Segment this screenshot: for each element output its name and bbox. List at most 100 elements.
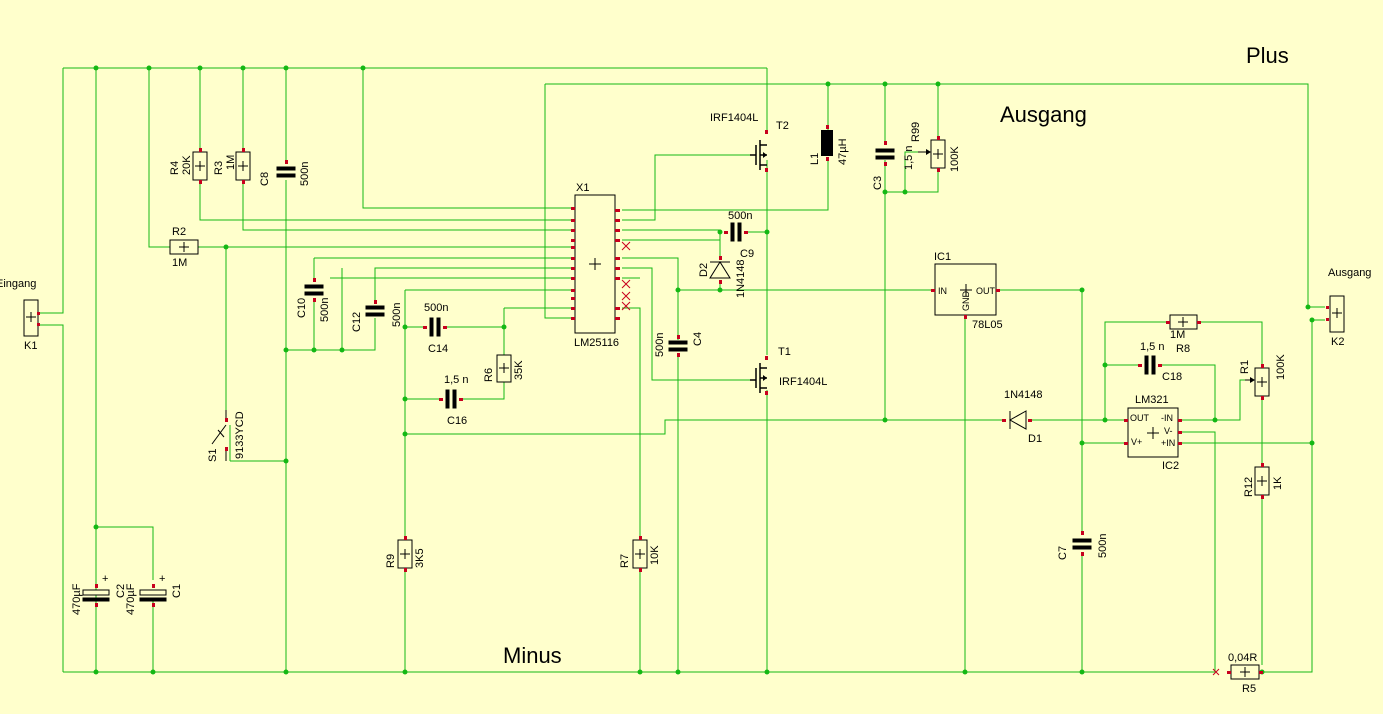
svg-text:R6: R6	[483, 368, 495, 382]
opamp-ic2: LM321 OUT V+ -IN V- +IN IC2	[1124, 394, 1182, 472]
svg-text:1,5 n: 1,5 n	[903, 146, 915, 170]
svg-text:C1: C1	[171, 584, 183, 598]
capacitor-c18: 1,5 n C18	[1138, 341, 1182, 383]
svg-text:C9: C9	[740, 248, 754, 260]
svg-text:LM25116: LM25116	[574, 337, 619, 349]
svg-text:1N4148: 1N4148	[1004, 389, 1043, 401]
svg-text:0,04R: 0,04R	[1228, 652, 1257, 664]
svg-text:K1: K1	[24, 340, 37, 352]
svg-text:9133YCD: 9133YCD	[234, 411, 246, 459]
capacitor-c16: 1,5 n C16	[439, 374, 468, 427]
svg-text:T2: T2	[776, 120, 789, 132]
resistor-r4: R4 20K	[169, 148, 208, 184]
eingang-label: Eingang	[0, 278, 36, 290]
svg-text:3K5: 3K5	[414, 548, 426, 568]
diode-d1: 1N4148 D1	[1002, 389, 1043, 445]
svg-text:K2: K2	[1331, 336, 1344, 348]
svg-text:100K: 100K	[949, 146, 961, 172]
junctions	[93, 65, 1315, 675]
svg-text:S1: S1	[207, 449, 219, 462]
svg-text:R9: R9	[385, 554, 397, 568]
svg-text:100K: 100K	[1275, 354, 1287, 380]
svg-text:78L05: 78L05	[972, 319, 1003, 331]
svg-text:OUT: OUT	[976, 286, 996, 296]
svg-text:OUT: OUT	[1130, 413, 1150, 423]
svg-text:+: +	[159, 573, 165, 585]
svg-text:C12: C12	[351, 312, 363, 332]
svg-text:IN: IN	[938, 286, 947, 296]
svg-text:LM321: LM321	[1135, 394, 1169, 406]
svg-text:35K: 35K	[513, 360, 525, 380]
svg-text:R7: R7	[619, 554, 631, 568]
svg-text:1M: 1M	[1170, 329, 1185, 341]
svg-text:47µH: 47µH	[837, 138, 849, 165]
svg-text:GND: GND	[961, 291, 971, 312]
svg-text:470µF: 470µF	[71, 583, 83, 615]
diode-d2: D2 1N4148	[698, 256, 747, 298]
svg-text:500n: 500n	[1097, 534, 1109, 558]
capacitor-c8: C8 500n	[259, 160, 311, 186]
capacitor-c14: 500n C14	[423, 302, 448, 355]
svg-text:IRF1404L: IRF1404L	[779, 376, 827, 388]
svg-text:500n: 500n	[728, 210, 752, 222]
svg-text:10K: 10K	[649, 545, 661, 565]
capacitor-c2: + 470µF C2	[71, 573, 127, 615]
svg-text:1M: 1M	[172, 257, 187, 269]
svg-text:1N4148: 1N4148	[735, 259, 747, 298]
capacitor-c1: + 470µF C1	[125, 573, 183, 615]
resistor-r6: R6 35K	[483, 354, 525, 383]
svg-text:C18: C18	[1162, 371, 1182, 383]
svg-text:R12: R12	[1243, 477, 1255, 497]
svg-text:R5: R5	[1242, 683, 1256, 695]
capacitor-c9: 500n C9	[724, 210, 754, 260]
ic-x1: X1 LM25116	[571, 182, 631, 349]
connector-k1: K1	[23, 299, 40, 352]
connector-k2: K2	[1326, 295, 1345, 348]
inductor-l1: L1 47µH	[809, 125, 849, 165]
resistor-r7: R7 10K	[619, 536, 661, 572]
wires	[40, 67, 1325, 673]
svg-text:R99: R99	[910, 122, 922, 142]
svg-text:500n: 500n	[391, 303, 403, 327]
svg-text:R4: R4	[169, 161, 181, 175]
ausgang-small-label: Ausgang	[1328, 267, 1371, 279]
capacitor-c7: C7 500n	[1057, 531, 1109, 560]
svg-text:R8: R8	[1176, 343, 1190, 355]
svg-text:L1: L1	[809, 153, 821, 165]
svg-text:20K: 20K	[181, 155, 193, 175]
svg-text:R3: R3	[213, 161, 225, 175]
svg-text:470µF: 470µF	[125, 583, 137, 615]
resistor-r9: R9 3K5	[385, 536, 426, 572]
capacitor-c10: C10 500n	[296, 278, 331, 322]
resistor-r5: 0,04R R5	[1212, 652, 1263, 695]
svg-text:D2: D2	[698, 263, 710, 277]
svg-text:X1: X1	[576, 182, 589, 194]
ausgang-big-label: Ausgang	[1000, 102, 1087, 127]
capacitor-c4: 500n C4	[654, 332, 704, 357]
svg-text:500n: 500n	[424, 302, 448, 314]
svg-text:500n: 500n	[654, 333, 666, 357]
resistor-r12: R12 1K	[1243, 463, 1284, 499]
svg-text:IC1: IC1	[934, 251, 951, 263]
svg-text:500n: 500n	[319, 298, 331, 322]
svg-text:R2: R2	[172, 226, 186, 238]
svg-text:1,5 n: 1,5 n	[444, 374, 468, 386]
svg-text:V-: V-	[1164, 426, 1173, 436]
capacitor-c12: C12 500n	[351, 300, 403, 332]
svg-text:V+: V+	[1131, 437, 1142, 447]
svg-text:C10: C10	[296, 298, 308, 318]
switch-s1: S1 9133YCD	[207, 410, 246, 462]
svg-text:D1: D1	[1028, 433, 1042, 445]
svg-text:+: +	[102, 573, 108, 585]
svg-text:C3: C3	[872, 176, 884, 190]
svg-text:C4: C4	[692, 332, 704, 346]
svg-text:1K: 1K	[1272, 476, 1284, 490]
resistor-r1: R1 100K	[1239, 354, 1287, 400]
resistor-r99: R99 100K	[910, 122, 961, 172]
regulator-ic1: IC1 IN OUT GND 78L05	[931, 251, 1003, 331]
svg-text:C8: C8	[259, 172, 271, 186]
mosfet-t2: IRF1404L T2	[710, 112, 789, 172]
svg-text:C14: C14	[428, 343, 448, 355]
svg-text:1,5 n: 1,5 n	[1140, 341, 1164, 353]
